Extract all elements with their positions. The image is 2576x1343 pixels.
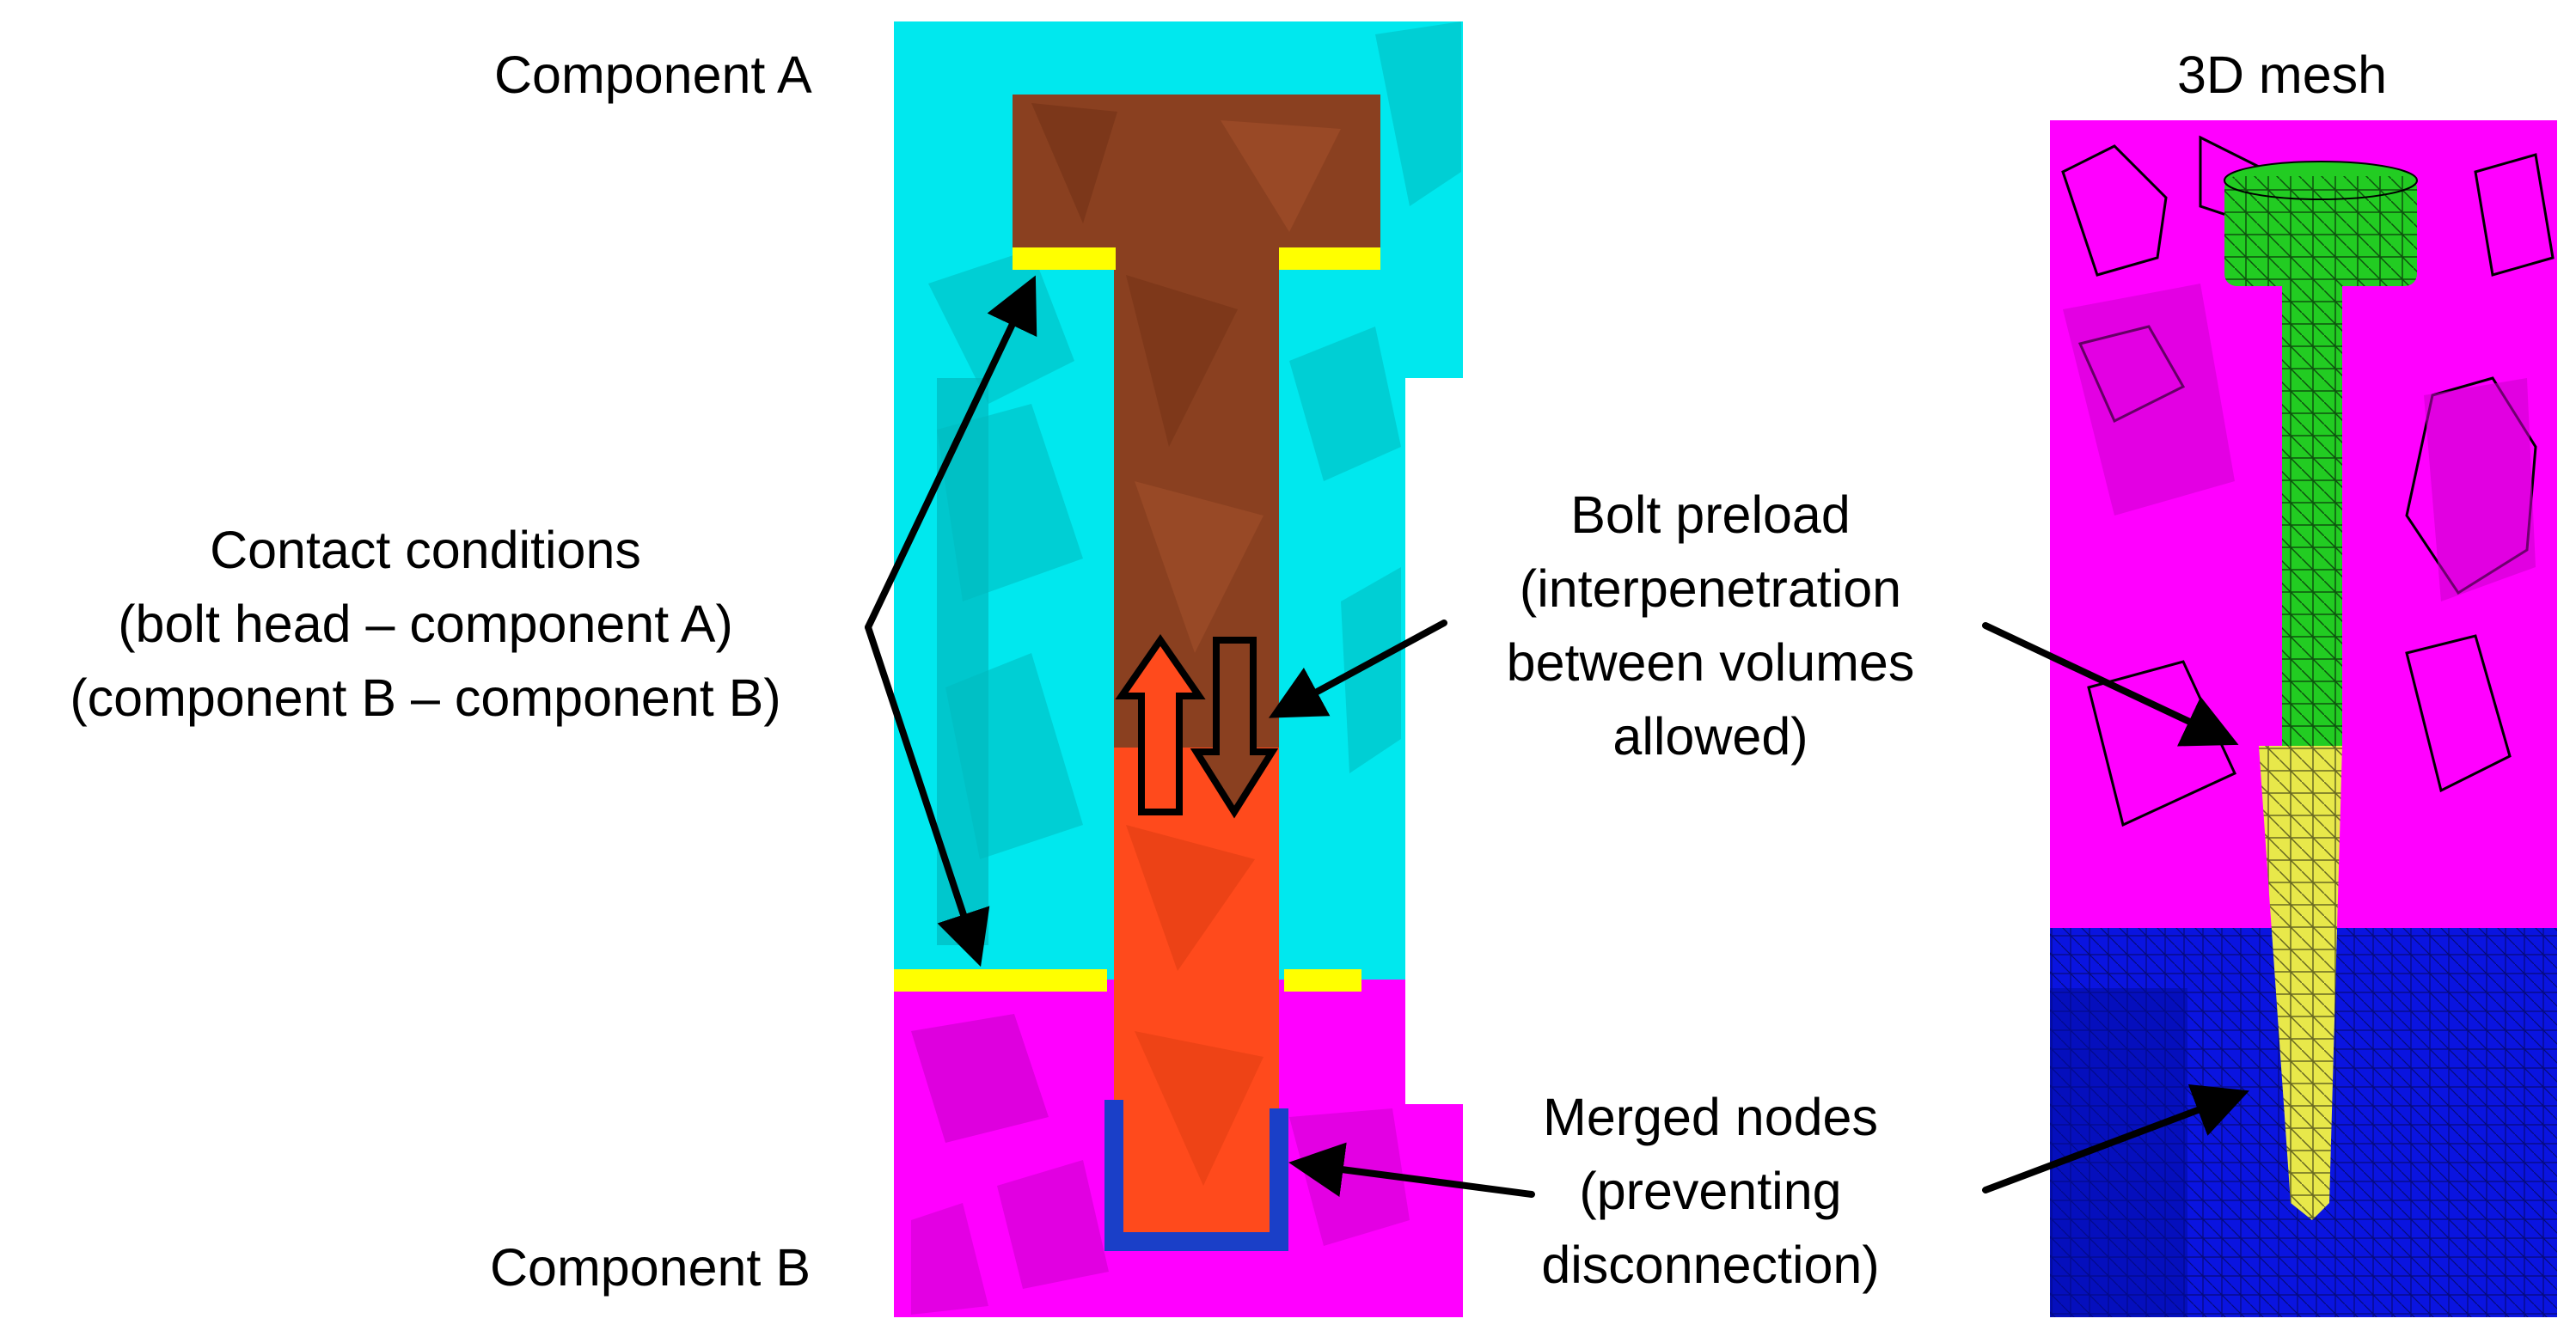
preload-arrows bbox=[1115, 633, 1279, 819]
merged-line-1: Merged nodes bbox=[1543, 1088, 1878, 1146]
bolt-shank-lower bbox=[1114, 748, 1279, 1242]
contact-line-1: Contact conditions bbox=[210, 521, 641, 579]
merged-nodes-marker bbox=[1104, 1100, 1288, 1251]
merged-nodes-label: Merged nodes (preventing disconnection) bbox=[1453, 1080, 1968, 1302]
component-b-label: Component B bbox=[490, 1238, 811, 1297]
contact-conditions-label: Contact conditions (bolt head – componen… bbox=[13, 513, 838, 735]
mesh-3d bbox=[2050, 120, 2557, 1317]
merged-line-3: disconnection) bbox=[1541, 1236, 1880, 1294]
preload-arrow-pointer bbox=[1268, 620, 1447, 718]
merged-arrow-pointer bbox=[1288, 1142, 1535, 1198]
preload-line-2: (interpenetration bbox=[1519, 559, 1902, 618]
preload-line-1: Bolt preload bbox=[1570, 485, 1851, 544]
preload-line-3: between volumes bbox=[1506, 633, 1915, 692]
preload-line-4: allowed) bbox=[1612, 707, 1808, 766]
contact-line-2: (bolt head – component A) bbox=[118, 595, 733, 653]
contact-lines bbox=[894, 247, 1380, 992]
cross-section bbox=[894, 21, 1463, 1317]
bolt-preload-label: Bolt preload (interpenetration between v… bbox=[1453, 478, 1968, 773]
annotation-arrows bbox=[865, 275, 2249, 1198]
merged-mesh-arrow-pointer bbox=[1982, 1084, 2249, 1193]
mesh-title: 3D mesh bbox=[2177, 46, 2388, 104]
contact-arrow-upper bbox=[865, 275, 1037, 631]
preload-mesh-arrow-pointer bbox=[1982, 622, 2239, 747]
contact-arrow-lower bbox=[865, 624, 990, 968]
merged-line-2: (preventing bbox=[1579, 1162, 1842, 1220]
preload-arrow-up bbox=[1115, 633, 1206, 815]
component-a-label: Component A bbox=[494, 46, 812, 104]
contact-line-3: (component B – component B) bbox=[70, 668, 781, 727]
preload-arrow-down bbox=[1190, 637, 1279, 819]
